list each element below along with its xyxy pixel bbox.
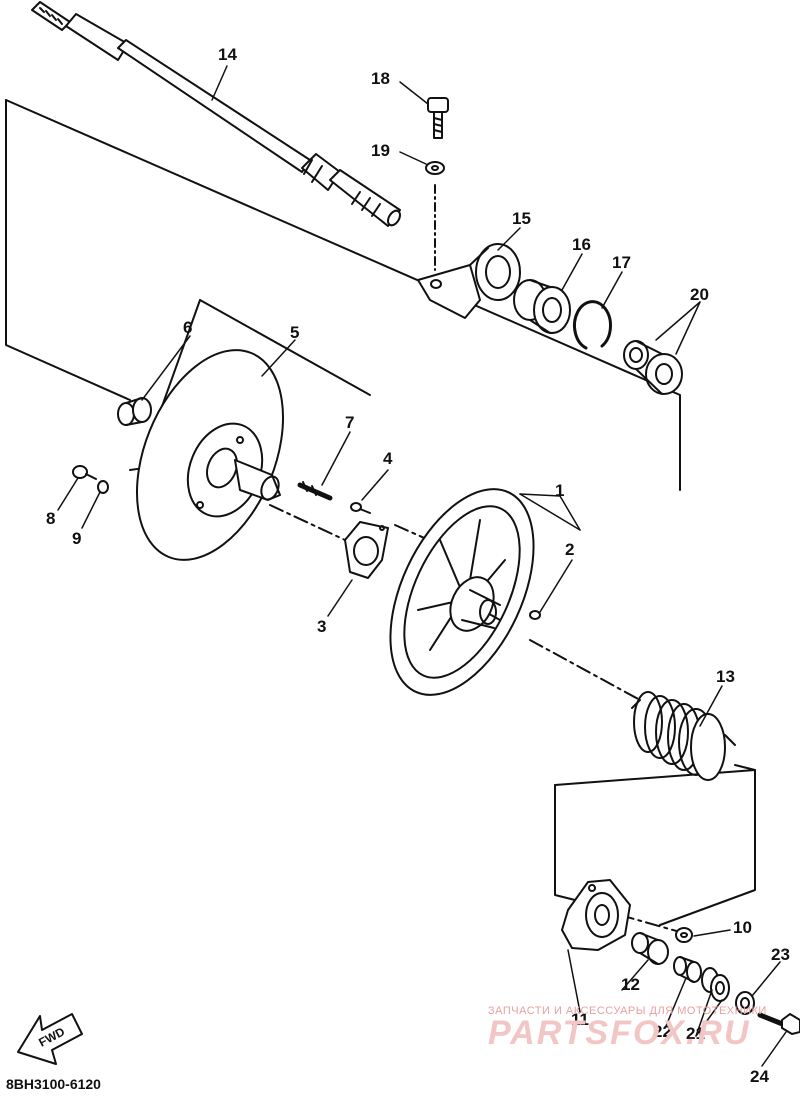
screw-part-4 (350, 502, 371, 514)
callout-24: 24 (750, 1067, 769, 1086)
bolt-part-24 (757, 1012, 800, 1035)
callout-20: 20 (690, 285, 709, 304)
watermark-brand: PARTSFOX.RU (488, 1014, 751, 1052)
callout-23: 23 (771, 945, 790, 964)
watermark-tagline: ЗАПЧАСТИ И АКСЕССУАРЫ ДЛЯ МОТОТЕХНИКИ (488, 1005, 767, 1017)
circlip-part-17 (573, 300, 612, 350)
washer-part-9 (97, 480, 109, 494)
pin-part-7 (297, 481, 333, 501)
callout-18: 18 (371, 69, 390, 88)
washer-part-23 (735, 991, 755, 1015)
leader-lines (57, 65, 787, 1067)
bolt-part-8 (72, 465, 97, 480)
callout-1: 1 (555, 481, 565, 500)
fixed-sheave-part-5 (135, 349, 285, 561)
callout-17: 17 (612, 253, 631, 272)
fwd-arrow-icon (17, 1013, 83, 1065)
bearing-part-16 (513, 279, 571, 334)
callout-3: 3 (317, 617, 327, 636)
bearing-housing-part-15 (417, 243, 521, 319)
callout-22: 22 (653, 1022, 672, 1041)
callout-19: 19 (371, 141, 390, 160)
washer-part-19 (425, 161, 445, 175)
cam-part-11 (561, 879, 631, 951)
nut-part-10 (675, 927, 693, 943)
screw-part-2 (529, 610, 541, 620)
bushing-part-12 (631, 932, 669, 965)
callout-14: 14 (218, 45, 237, 64)
bushings-part-20 (623, 340, 683, 395)
callout-6: 6 (183, 318, 193, 337)
bushing-part-6 (117, 397, 152, 426)
callout-2: 2 (565, 540, 575, 559)
callout-16: 16 (572, 235, 591, 254)
callout-7: 7 (345, 413, 355, 432)
callout-11: 11 (571, 1010, 589, 1029)
movable-sheave-part-1 (389, 488, 535, 696)
callout-10: 10 (733, 918, 752, 937)
plate-part-3 (344, 521, 389, 579)
washers-part-21 (701, 967, 730, 1002)
diagram-code: 8BH3100-6120 (6, 1076, 101, 1092)
collar-part-22 (673, 956, 702, 983)
bolt-part-18 (427, 97, 449, 139)
callout-12: 12 (621, 975, 640, 994)
callout-13: 13 (716, 667, 735, 686)
callout-4: 4 (383, 449, 393, 468)
callout-8: 8 (46, 509, 56, 528)
spring-part-13 (631, 691, 736, 781)
shaft-part-14 (31, 1, 401, 227)
assembly-outline (5, 99, 756, 933)
callout-5: 5 (290, 323, 300, 342)
callout-9: 9 (72, 529, 82, 548)
callout-21: 21 (686, 1024, 705, 1043)
callout-15: 15 (512, 209, 531, 228)
